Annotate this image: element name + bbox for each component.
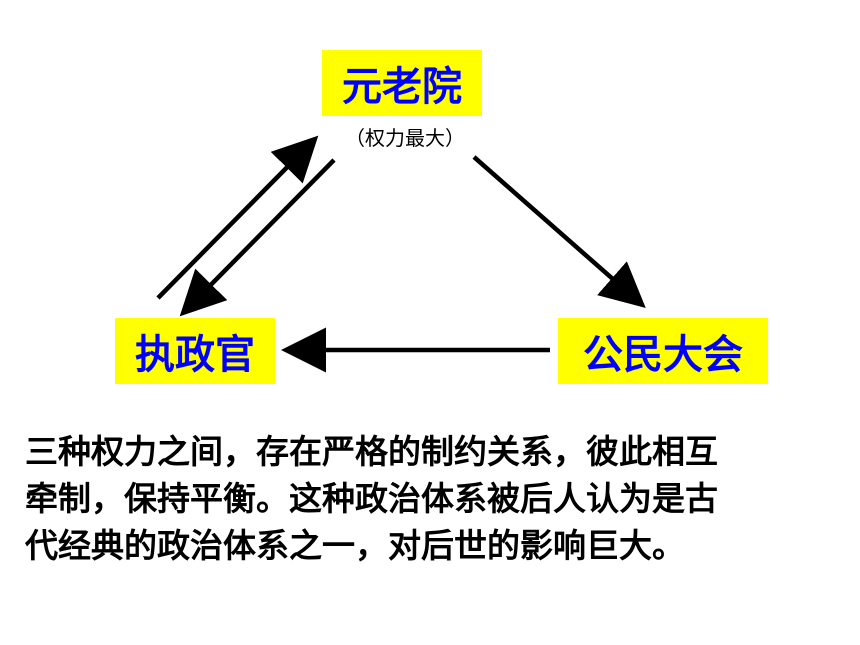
consul-label: 执政官: [135, 332, 255, 378]
arrow-senate-to-consul: [179, 158, 336, 317]
arrow-senate-to-assembly: [472, 155, 646, 308]
arrow-consul-to-senate: [156, 135, 319, 300]
assembly-label: 公民大会: [583, 332, 743, 378]
description-line-3: 代经典的政治体系之一，对后世的影响巨大。: [25, 526, 685, 565]
senate-label: 元老院: [342, 64, 462, 110]
senate-note: （权力最大）: [345, 126, 465, 150]
description-paragraph: 三种权力之间，存在严格的制约关系，彼此相互 牵制，保持平衡。这种政治体系被后人认…: [25, 428, 840, 569]
senate-node: 元老院: [322, 50, 482, 116]
description-line-1: 三种权力之间，存在严格的制约关系，彼此相互: [25, 432, 718, 471]
assembly-node: 公民大会: [558, 318, 768, 384]
consul-node: 执政官: [115, 318, 275, 384]
description-line-2: 牵制，保持平衡。这种政治体系被后人认为是古: [25, 479, 718, 518]
